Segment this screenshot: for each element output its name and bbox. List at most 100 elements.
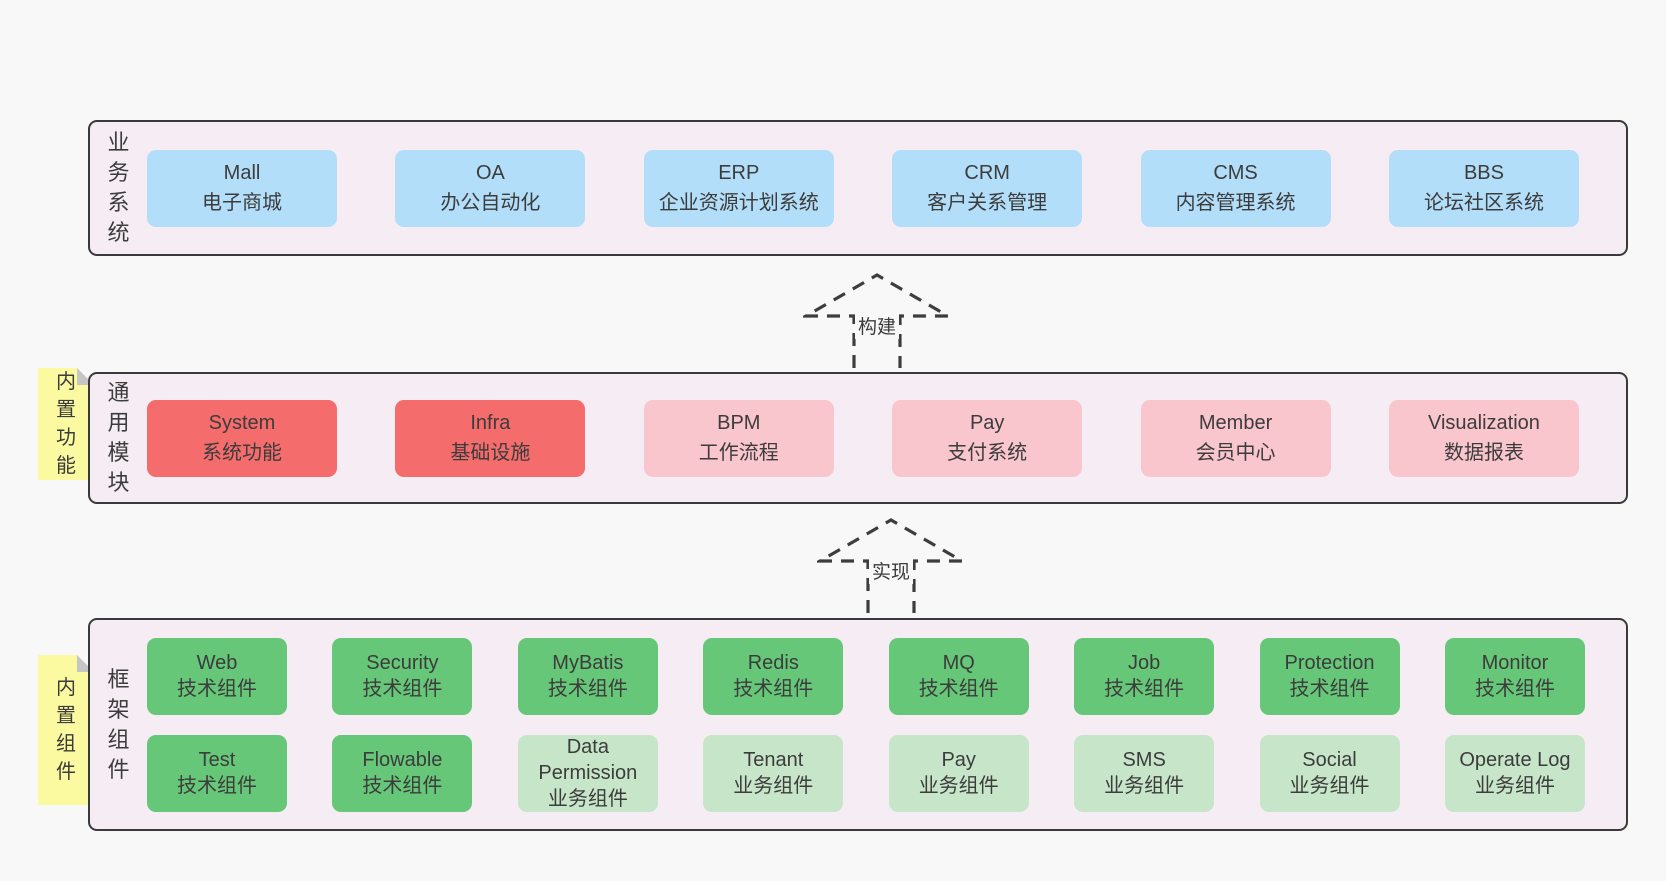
framework-row-1: Web 技术组件 Security 技术组件 MyBatis 技术组件 Redi… xyxy=(147,637,1585,715)
node-bbs: BBS 论坛社区系统 xyxy=(1388,149,1579,227)
node-title: Data Permission xyxy=(538,736,638,784)
node-title: SMS xyxy=(1122,749,1166,771)
node-system: System 系统功能 xyxy=(147,399,337,477)
node-title: Test xyxy=(198,749,236,771)
node-subtitle: 会员中心 xyxy=(1195,442,1276,464)
node-subtitle: 企业资源计划系统 xyxy=(658,192,819,214)
node-title: Flowable xyxy=(362,749,443,771)
band-framework-boxes: Web 技术组件 Security 技术组件 MyBatis 技术组件 Redi… xyxy=(147,620,1626,829)
node-crm: CRM 客户关系管理 xyxy=(892,149,1083,227)
node-pay: Pay 支付系统 xyxy=(892,399,1083,477)
node-title: OA xyxy=(475,162,505,184)
band-label-text: 框架组件 xyxy=(107,666,130,782)
node-subtitle: 客户关系管理 xyxy=(927,192,1048,214)
node-subtitle: 业务组件 xyxy=(547,788,628,810)
dashed-up-arrow-icon xyxy=(817,518,965,613)
band-framework-components: 框架组件 Web 技术组件 Security 技术组件 MyBatis 技术组件… xyxy=(88,618,1628,831)
band-label-text: 业务系统 xyxy=(107,130,130,245)
node-subtitle: 技术组件 xyxy=(1289,678,1370,700)
node-subtitle: 论坛社区系统 xyxy=(1423,192,1544,214)
node-monitor: Monitor 技术组件 xyxy=(1444,637,1585,715)
node-subtitle: 技术组件 xyxy=(733,678,814,700)
node-subtitle: 技术组件 xyxy=(177,678,257,700)
node-subtitle: 技术组件 xyxy=(547,678,628,700)
arrow-up-build: 构建 xyxy=(803,272,951,368)
arrow-label: 构建 xyxy=(854,312,900,339)
node-tenant: Tenant 业务组件 xyxy=(703,734,844,812)
node-subtitle: 工作流程 xyxy=(698,442,779,464)
node-title: Social xyxy=(1302,749,1357,771)
node-subtitle: 办公自动化 xyxy=(440,192,541,214)
node-subtitle: 业务组件 xyxy=(733,775,814,797)
sticky-note-builtin-features: 内置功能 xyxy=(38,368,94,480)
node-web: Web 技术组件 xyxy=(147,637,287,715)
node-title: System xyxy=(208,412,276,434)
node-subtitle: 业务组件 xyxy=(918,775,999,797)
sticky-note-builtin-components: 内置组件 xyxy=(38,655,94,805)
node-title: Monitor xyxy=(1481,652,1549,674)
node-title: Infra xyxy=(470,412,511,434)
node-subtitle: 数据报表 xyxy=(1443,442,1524,464)
band-business-boxes: Mall 电子商城 OA 办公自动化 ERP 企业资源计划系统 CRM 客户关系… xyxy=(147,122,1626,254)
node-mq: MQ 技术组件 xyxy=(888,637,1029,715)
node-subtitle: 技术组件 xyxy=(362,775,443,797)
node-subtitle: 内容管理系统 xyxy=(1175,192,1296,214)
band-label-common-modules: 通用模块 xyxy=(90,374,147,502)
node-title: BBS xyxy=(1463,162,1504,184)
node-subtitle: 技术组件 xyxy=(1104,678,1185,700)
node-subtitle: 技术组件 xyxy=(1474,678,1555,700)
node-subtitle: 业务组件 xyxy=(1474,775,1555,797)
node-job: Job 技术组件 xyxy=(1074,637,1215,715)
node-cms: CMS 内容管理系统 xyxy=(1140,149,1331,227)
node-security: Security 技术组件 xyxy=(332,637,473,715)
sticky-note-label: 内置组件 xyxy=(56,677,76,783)
node-title: Web xyxy=(196,652,238,674)
node-infra: Infra 基础设施 xyxy=(395,399,586,477)
node-pay-business: Pay 业务组件 xyxy=(888,734,1029,812)
sticky-note-label: 内置功能 xyxy=(56,371,76,477)
node-test: Test 技术组件 xyxy=(147,734,287,812)
node-social: Social 业务组件 xyxy=(1259,734,1400,812)
node-title: MyBatis xyxy=(552,652,624,674)
node-title: BPM xyxy=(717,412,761,434)
node-title: Security xyxy=(366,652,439,674)
node-subtitle: 技术组件 xyxy=(362,678,443,700)
node-flowable: Flowable 技术组件 xyxy=(332,734,473,812)
node-bpm: BPM 工作流程 xyxy=(643,399,834,477)
band-label-business-systems: 业务系统 xyxy=(90,122,147,254)
band-label-framework-components: 框架组件 xyxy=(90,620,147,829)
node-mybatis: MyBatis 技术组件 xyxy=(517,637,658,715)
band-label-text: 通用模块 xyxy=(107,380,130,495)
node-erp: ERP 企业资源计划系统 xyxy=(643,149,834,227)
node-title: Visualization xyxy=(1427,412,1540,434)
node-title: MQ xyxy=(942,652,975,674)
node-title: Member xyxy=(1198,412,1273,434)
node-sms: SMS 业务组件 xyxy=(1074,734,1215,812)
node-title: CMS xyxy=(1213,162,1258,184)
node-title: Redis xyxy=(747,652,799,674)
node-title: ERP xyxy=(718,162,760,184)
node-title: Pay xyxy=(941,749,976,771)
arrow-label: 实现 xyxy=(868,557,914,584)
node-redis: Redis 技术组件 xyxy=(703,637,844,715)
node-subtitle: 业务组件 xyxy=(1104,775,1185,797)
band-common-boxes: System 系统功能 Infra 基础设施 BPM 工作流程 Pay 支付系统… xyxy=(147,374,1626,502)
node-title: Mall xyxy=(223,162,261,184)
node-member: Member 会员中心 xyxy=(1140,399,1331,477)
framework-row-2: Test 技术组件 Flowable 技术组件 Data Permission … xyxy=(147,734,1585,812)
node-mall: Mall 电子商城 xyxy=(147,149,337,227)
node-title: Protection xyxy=(1284,652,1375,674)
node-subtitle: 技术组件 xyxy=(177,775,257,797)
node-oa: OA 办公自动化 xyxy=(395,149,586,227)
node-title: CRM xyxy=(964,162,1010,184)
arrow-up-implement: 实现 xyxy=(817,517,965,613)
node-visualization: Visualization 数据报表 xyxy=(1388,399,1579,477)
node-subtitle: 基础设施 xyxy=(450,442,531,464)
node-subtitle: 技术组件 xyxy=(918,678,999,700)
dashed-up-arrow-icon xyxy=(803,273,951,368)
node-operate-log: Operate Log 业务组件 xyxy=(1444,734,1585,812)
node-title: Tenant xyxy=(743,749,804,771)
node-subtitle: 系统功能 xyxy=(202,442,282,464)
node-title: Pay xyxy=(969,412,1005,434)
